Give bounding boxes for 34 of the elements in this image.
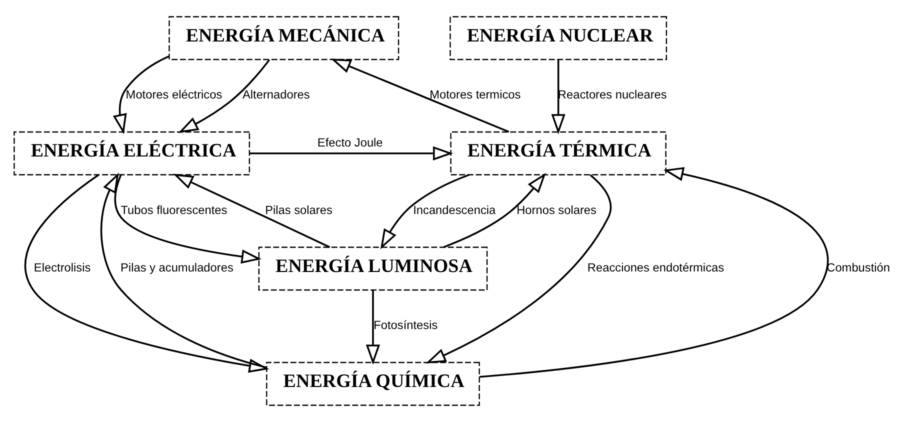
arrow bbox=[550, 60, 565, 134]
node-box: ENERGÍA MECÁNICA bbox=[168, 16, 399, 60]
edge-label: Combustión bbox=[826, 260, 890, 275]
edge-label: Efecto Joule bbox=[316, 135, 382, 150]
arrow bbox=[380, 174, 470, 250]
edge-label: Motores eléctricos bbox=[125, 88, 222, 102]
edge-label: Motores termicos bbox=[429, 88, 520, 102]
arrow bbox=[365, 290, 380, 365]
edge-label: Alternadores bbox=[242, 88, 310, 102]
arrow bbox=[442, 172, 546, 248]
node-box: ENERGÍA QUÍMICA bbox=[266, 362, 480, 406]
arrow bbox=[479, 167, 828, 378]
arrow bbox=[100, 172, 266, 368]
arrow bbox=[114, 174, 262, 264]
node-box: ENERGÍA NUCLEAR bbox=[449, 16, 667, 60]
edge-label: Tubos fluorescentes bbox=[120, 202, 227, 217]
edge-label: Incandescencia bbox=[412, 202, 496, 217]
edge-label: Fotosíntesis bbox=[373, 318, 438, 332]
edge-label: Electrolisis bbox=[33, 260, 90, 275]
edge-label: Hornos solares bbox=[516, 202, 596, 217]
node-box: ENERGÍA LUMINOSA bbox=[258, 246, 488, 291]
edge-label: Reactores nucleares bbox=[557, 88, 666, 102]
arrow bbox=[172, 174, 330, 248]
node-box: ENERGÍA TÉRMICA bbox=[450, 131, 666, 176]
node-box: ENERGÍA ELÉCTRICA bbox=[13, 131, 250, 176]
edge-label: Reacciones endotérmicas bbox=[586, 260, 724, 275]
arrow bbox=[425, 174, 612, 364]
arrow bbox=[112, 56, 169, 134]
edge-label: Pilas y acumuladores bbox=[120, 260, 233, 275]
arrow bbox=[24, 174, 269, 373]
arrow bbox=[249, 146, 453, 160]
arrow bbox=[330, 58, 509, 133]
edge-label: Pilas solares bbox=[264, 202, 332, 217]
arrow bbox=[178, 59, 270, 133]
